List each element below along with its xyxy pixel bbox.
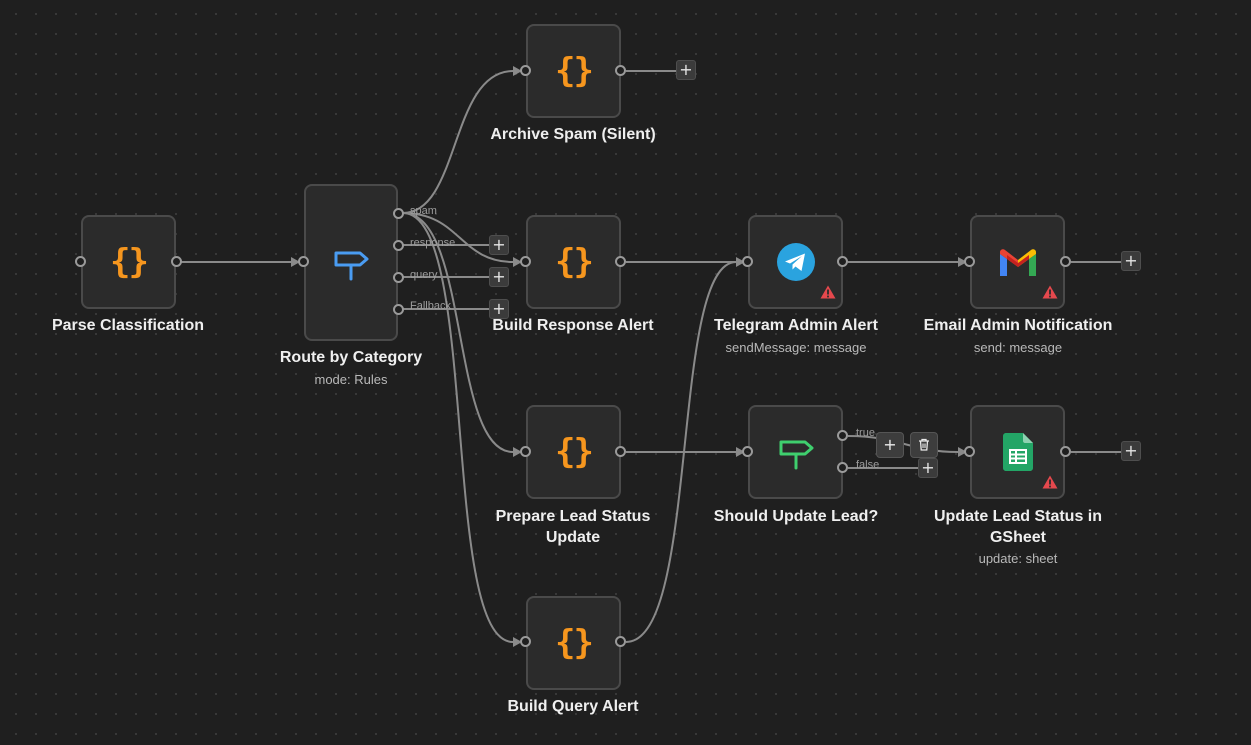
node-parse-classification[interactable]: {}	[81, 215, 176, 309]
add-node-button[interactable]: +	[1121, 441, 1141, 461]
output-port-spam[interactable]	[393, 208, 404, 219]
delete-connection-button[interactable]	[910, 432, 938, 458]
output-port-false[interactable]	[837, 462, 848, 473]
node-title: Email Admin Notification	[923, 317, 1113, 334]
node-title: Route by Category	[279, 349, 423, 366]
node-title: Should Update Lead?	[713, 508, 879, 525]
output-label-true: true	[856, 427, 875, 439]
braces-icon: {}	[555, 623, 594, 663]
node-title: Parse Classification	[51, 317, 205, 334]
input-port[interactable]	[964, 256, 975, 267]
node-subtitle: send: message	[973, 340, 1063, 355]
gmail-icon	[999, 249, 1036, 276]
add-node-button-query[interactable]: +	[489, 267, 509, 287]
signpost-icon	[334, 251, 369, 280]
input-port[interactable]	[742, 256, 753, 267]
output-port-true[interactable]	[837, 430, 848, 441]
output-port[interactable]	[615, 446, 626, 457]
google-sheets-icon	[1002, 433, 1033, 471]
node-subtitle: mode: Rules	[314, 372, 388, 387]
node-prepare-lead-status-update[interactable]: {}	[526, 405, 621, 499]
trash-icon	[919, 438, 929, 451]
warning-icon	[820, 285, 836, 299]
node-subtitle: update: sheet	[978, 551, 1058, 566]
output-label-response: response	[410, 237, 456, 249]
input-port[interactable]	[964, 446, 975, 457]
input-port[interactable]	[298, 256, 309, 267]
node-title: Build Query Alert	[507, 698, 639, 715]
output-port-query[interactable]	[393, 272, 404, 283]
output-label-fallback: Fallback	[410, 300, 451, 312]
input-port[interactable]	[520, 636, 531, 647]
input-port[interactable]	[520, 256, 531, 267]
node-email-admin-notification[interactable]	[970, 215, 1065, 309]
warning-icon	[1042, 475, 1058, 489]
node-title: Build Response Alert	[492, 317, 654, 334]
telegram-icon	[776, 243, 815, 281]
output-port[interactable]	[1060, 256, 1071, 267]
node-title: Archive Spam (Silent)	[490, 126, 656, 143]
node-subtitle: sendMessage: message	[725, 340, 867, 355]
input-port[interactable]	[742, 446, 753, 457]
output-port[interactable]	[837, 256, 848, 267]
node-update-lead-status-gsheet[interactable]	[970, 405, 1065, 499]
node-title: Telegram Admin Alert	[714, 317, 878, 334]
braces-icon: {}	[555, 51, 594, 91]
add-node-button[interactable]: +	[676, 60, 696, 80]
output-port[interactable]	[615, 65, 626, 76]
add-node-button[interactable]: +	[876, 432, 904, 458]
node-build-query-alert[interactable]: {}	[526, 596, 621, 690]
signpost-icon	[779, 440, 813, 470]
input-port[interactable]	[75, 256, 86, 267]
node-title: Update Lead Status in GSheet	[933, 508, 1103, 546]
node-build-response-alert[interactable]: {}	[526, 215, 621, 309]
output-port[interactable]	[1060, 446, 1071, 457]
add-node-button[interactable]: +	[1121, 251, 1141, 271]
warning-icon	[1042, 285, 1058, 299]
node-telegram-admin-alert[interactable]	[748, 215, 843, 309]
output-port-response[interactable]	[393, 240, 404, 251]
node-route-by-category[interactable]	[304, 184, 398, 341]
output-port[interactable]	[615, 256, 626, 267]
add-node-button-false[interactable]: +	[918, 458, 938, 478]
output-label-false: false	[856, 459, 880, 471]
node-should-update-lead[interactable]	[748, 405, 843, 499]
input-port[interactable]	[520, 446, 531, 457]
braces-icon: {}	[555, 432, 594, 472]
braces-icon: {}	[110, 242, 149, 282]
output-label-query: query	[410, 269, 438, 281]
add-node-button-response[interactable]: +	[489, 235, 509, 255]
add-node-button-fallback[interactable]: +	[489, 299, 509, 319]
node-title: Prepare Lead Status Update	[495, 508, 651, 546]
input-port[interactable]	[520, 65, 531, 76]
output-port[interactable]	[171, 256, 182, 267]
node-archive-spam[interactable]: {}	[526, 24, 621, 118]
output-port-fallback[interactable]	[393, 304, 404, 315]
output-label-spam: spam	[410, 205, 437, 217]
braces-icon: {}	[555, 242, 594, 282]
output-port[interactable]	[615, 636, 626, 647]
